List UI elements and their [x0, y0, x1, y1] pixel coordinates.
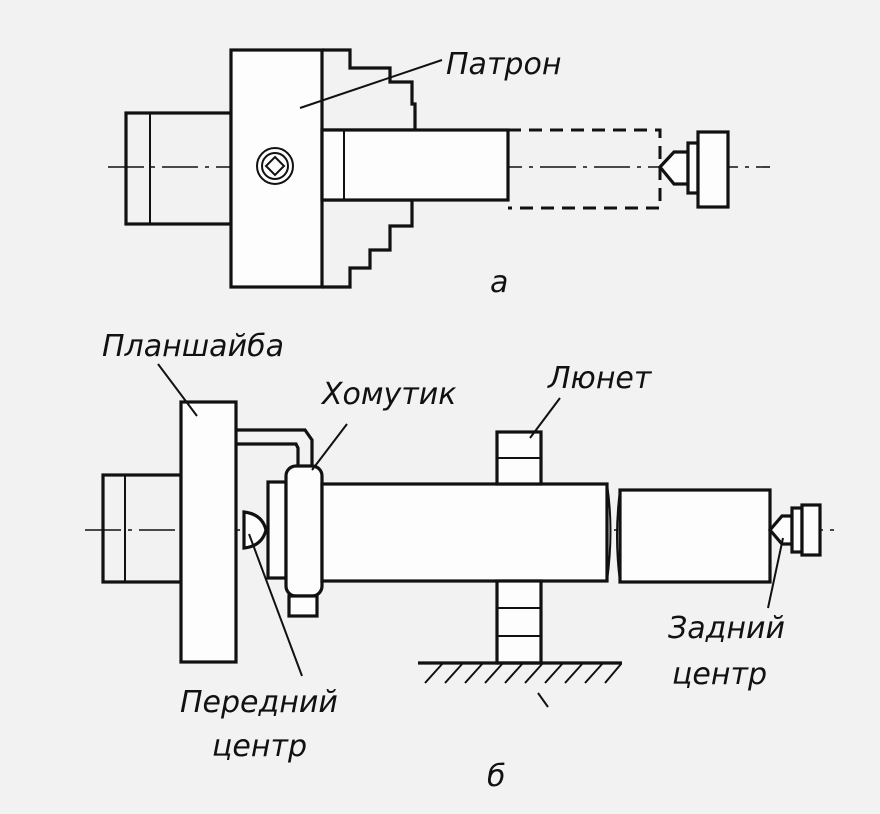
dog-leader	[311, 423, 348, 471]
steady-rest	[495, 430, 543, 665]
workpiece-b-left	[320, 482, 609, 583]
caption-b: б	[487, 759, 506, 794]
dog-label: Хомутик	[320, 377, 456, 412]
dog-body	[284, 464, 324, 598]
chuck-jaw-upper	[322, 48, 417, 132]
faceplate-label: Планшайба	[102, 329, 284, 364]
steady-rest-leader	[529, 397, 561, 439]
tail-center-leader	[767, 537, 784, 609]
diagram-a: Патрон а	[108, 47, 770, 300]
dog-jaw	[266, 480, 288, 580]
chuck-leader	[299, 59, 443, 109]
dog-driver-pin-outer	[236, 428, 314, 466]
front-center-label-line1: Передний	[180, 685, 338, 720]
tail-center-label-line2: центр	[672, 657, 767, 692]
tail-center-label-line1: Задний	[668, 611, 785, 646]
workpiece-a-extension	[508, 128, 662, 210]
dog-driver-pin-inner	[236, 442, 300, 466]
steady-rest-label: Люнет	[547, 361, 653, 396]
faceplate-leader	[157, 363, 198, 417]
workpiece-a	[320, 128, 510, 202]
chuck-jaw-lower	[322, 198, 414, 289]
spindle-b	[101, 473, 183, 584]
workpiece-b-right	[618, 488, 772, 584]
break-line-left	[606, 483, 612, 582]
chuck-label: Патрон	[446, 47, 561, 82]
lathe-bed	[418, 661, 622, 708]
diagram-b: Планшайба Хомутик Люнет Передний центр З…	[85, 329, 838, 794]
dog-screw	[287, 594, 319, 618]
faceplate	[179, 400, 238, 664]
chuck-key-socket	[256, 147, 294, 185]
front-center	[242, 510, 268, 550]
front-center-label-line2: центр	[212, 729, 307, 764]
front-center-leader	[248, 533, 303, 677]
caption-a: а	[490, 265, 508, 300]
break-line-right	[616, 489, 621, 583]
spindle-a	[124, 111, 233, 226]
chuck-body	[229, 48, 324, 289]
tail-center-b	[767, 503, 822, 557]
tail-center-a	[657, 130, 730, 209]
